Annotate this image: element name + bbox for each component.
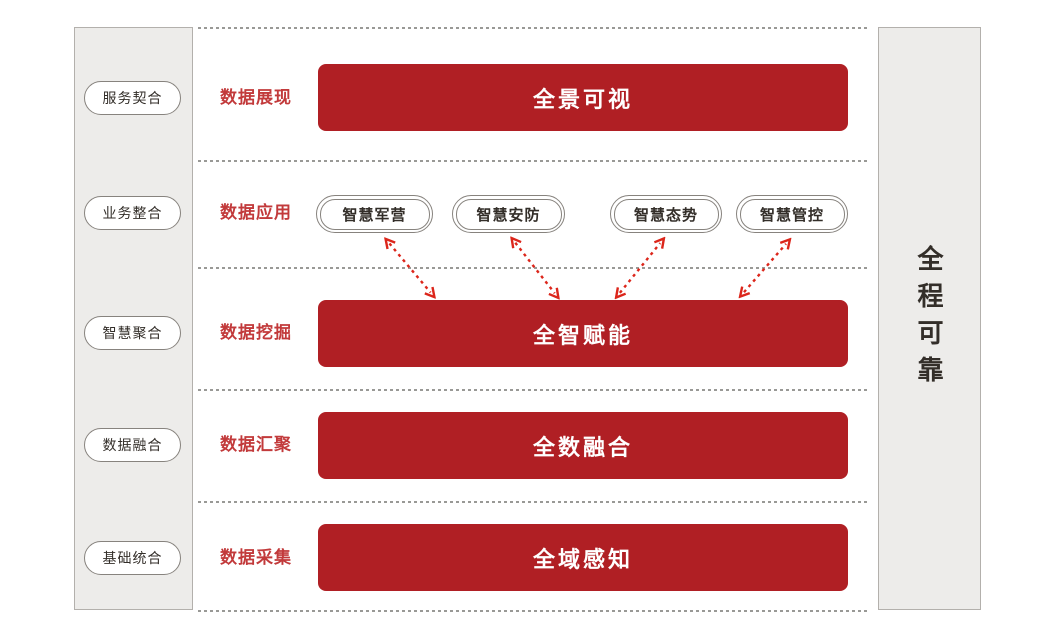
dotted-separator bbox=[198, 501, 868, 503]
row-label-data-collect: 数据采集 bbox=[220, 548, 292, 567]
right-sidebar-vertical-label: 全程可靠 bbox=[914, 244, 944, 393]
left-pill-label: 服务契合 bbox=[102, 90, 163, 106]
bar-full-intelligence: 全智赋能 bbox=[318, 300, 848, 367]
double-arrow-icon bbox=[733, 233, 798, 304]
dotted-separator bbox=[198, 160, 868, 162]
left-pill-base-unify: 基础统合 bbox=[84, 541, 181, 575]
left-pill-label: 智慧聚合 bbox=[102, 325, 163, 341]
left-pill-service-fit: 服务契合 bbox=[84, 81, 181, 115]
app-pill-label: 智慧态势 bbox=[613, 198, 719, 230]
double-arrow-icon bbox=[504, 232, 566, 305]
double-arrow-icon bbox=[378, 232, 442, 304]
bar-full-domain-sense: 全域感知 bbox=[318, 524, 848, 591]
dotted-separator bbox=[198, 389, 868, 391]
bar-full-data-fusion: 全数融合 bbox=[318, 412, 848, 479]
right-sidebar: 全程可靠 bbox=[878, 27, 981, 610]
dotted-separator bbox=[198, 267, 868, 269]
row-label-data-gather: 数据汇聚 bbox=[220, 435, 292, 454]
app-pill-label: 智慧军营 bbox=[319, 198, 430, 230]
left-pill-label: 基础统合 bbox=[102, 550, 163, 566]
app-pill-smart-situation: 智慧态势 bbox=[610, 195, 722, 233]
row-label-data-mining: 数据挖掘 bbox=[220, 323, 292, 342]
bar-panorama-visible: 全景可视 bbox=[318, 64, 848, 131]
app-pill-smart-security: 智慧安防 bbox=[452, 195, 565, 233]
left-pill-label: 数据融合 bbox=[102, 437, 163, 453]
left-pill-wisdom-agg: 智慧聚合 bbox=[84, 316, 181, 350]
row-label-data-apply: 数据应用 bbox=[220, 203, 292, 222]
row-label-data-display: 数据展现 bbox=[220, 88, 292, 107]
left-pill-data-fusion: 数据融合 bbox=[84, 428, 181, 462]
left-pill-label: 业务整合 bbox=[102, 205, 163, 221]
app-pill-smart-barracks: 智慧军营 bbox=[316, 195, 433, 233]
dotted-separator bbox=[198, 610, 868, 612]
app-pill-smart-control: 智慧管控 bbox=[736, 195, 848, 233]
app-pill-label: 智慧安防 bbox=[455, 198, 562, 230]
dotted-separator bbox=[198, 27, 868, 29]
app-pill-label: 智慧管控 bbox=[739, 198, 845, 230]
left-pill-business-int: 业务整合 bbox=[84, 196, 181, 230]
double-arrow-icon bbox=[609, 232, 672, 304]
